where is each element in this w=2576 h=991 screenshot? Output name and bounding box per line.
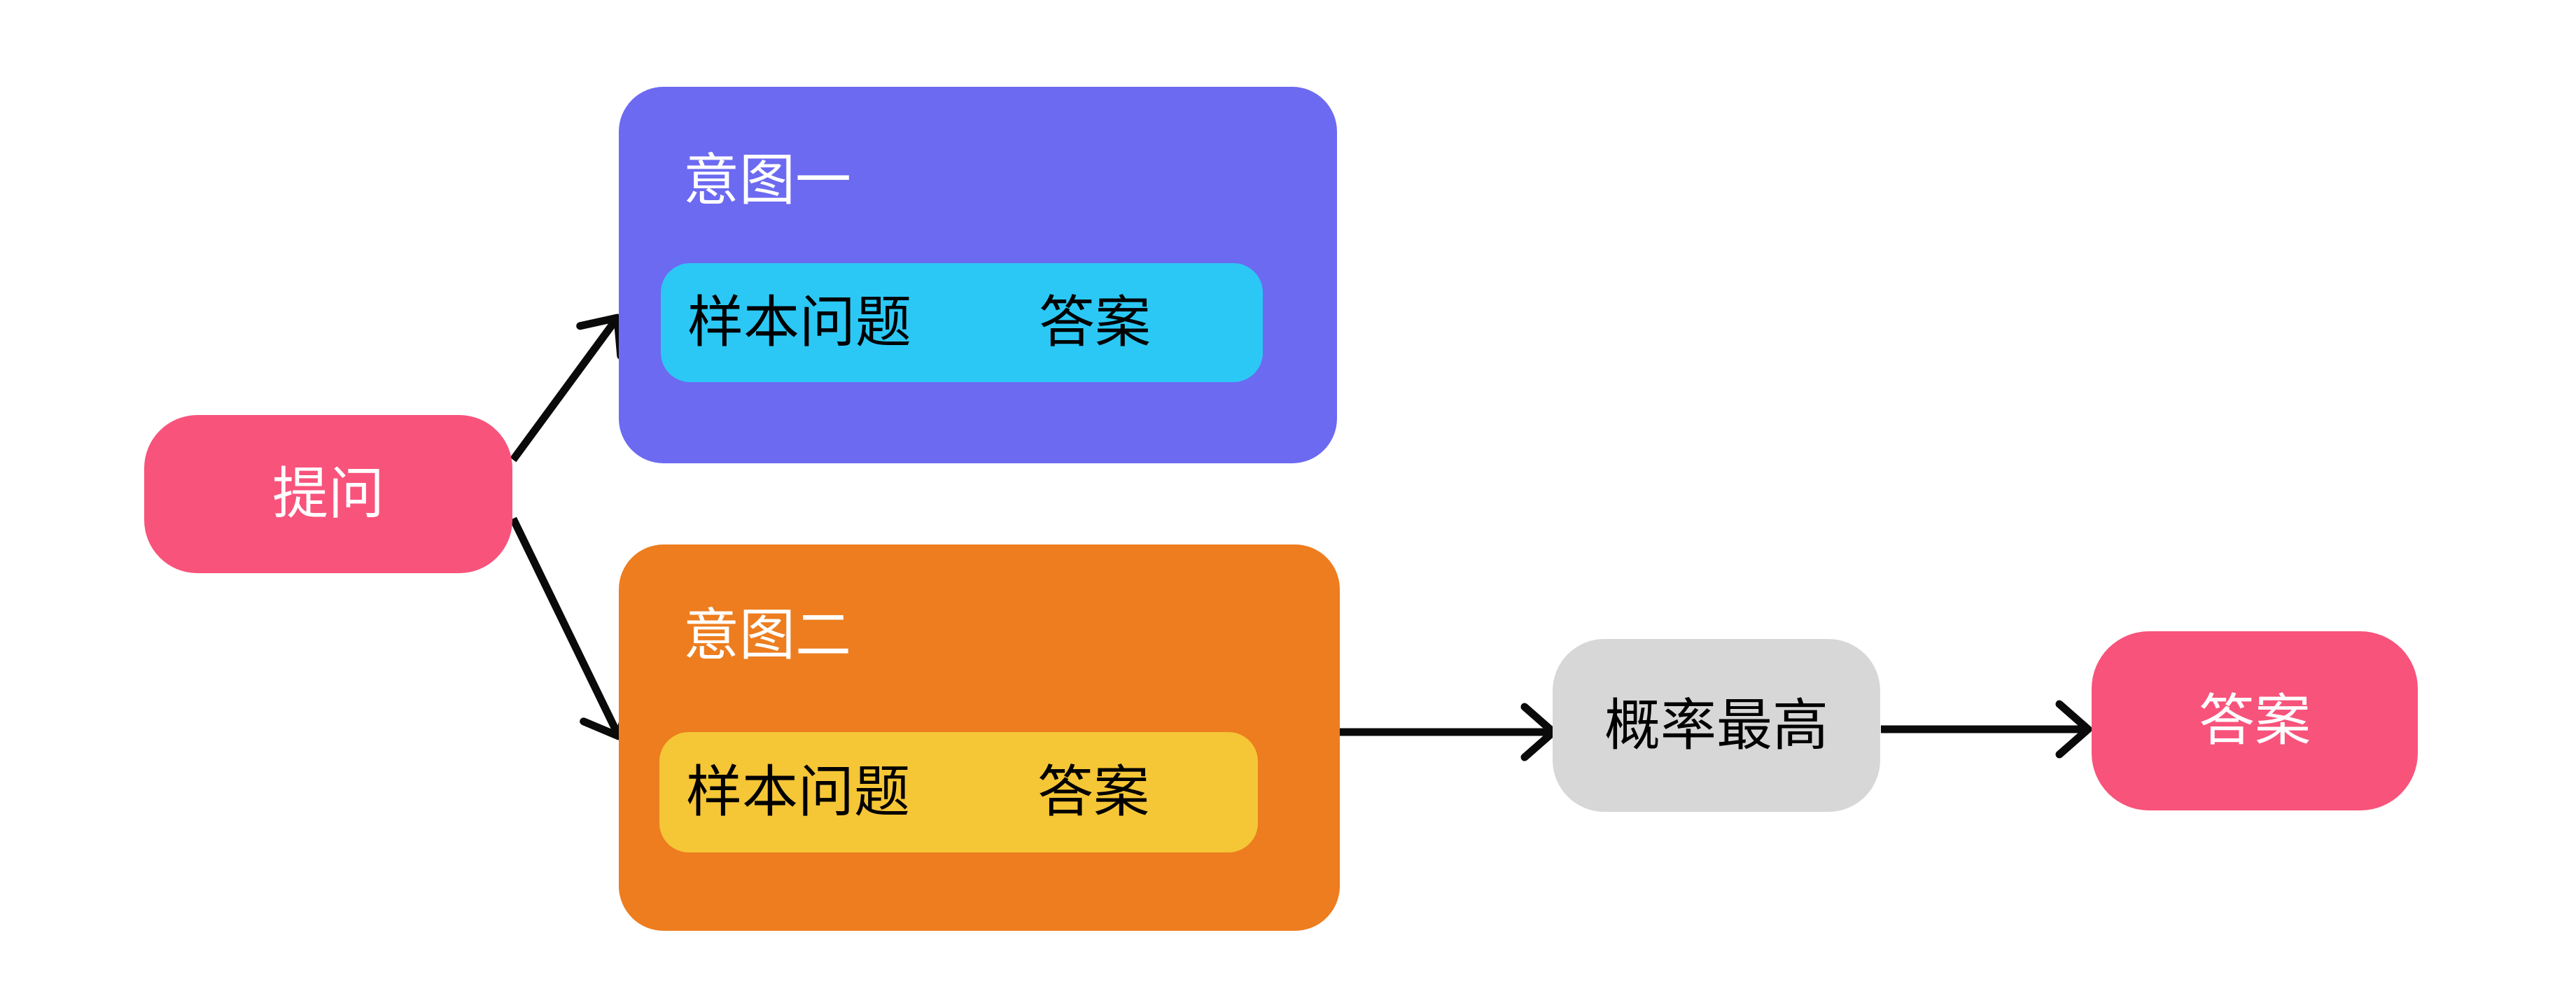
intent2-sample-answer: 答案 [1037, 761, 1149, 823]
flow-node-answer: 答案 [2092, 631, 2418, 810]
arrow-ask-to-intent1 [510, 314, 625, 463]
intent2-sample-question: 样本问题 [686, 761, 910, 823]
intent1-sample-box: 样本问题 答案 [661, 263, 1263, 382]
arrow-ask-to-intent2 [510, 516, 633, 740]
intent2-title: 意图二 [683, 604, 851, 666]
intent1-sample-answer: 答案 [1039, 291, 1151, 353]
flow-node-answer-label: 答案 [2199, 689, 2311, 752]
flow-node-probability: 概率最高 [1553, 639, 1880, 812]
flow-node-probability-label: 概率最高 [1604, 694, 1828, 757]
flow-node-intent1: 意图一 样本问题 答案 [619, 87, 1337, 463]
flow-node-ask-label: 提问 [272, 463, 384, 525]
intent2-sample-box: 样本问题 答案 [659, 732, 1258, 852]
intent1-sample-question: 样本问题 [687, 291, 911, 353]
flow-node-intent2: 意图二 样本问题 答案 [619, 544, 1340, 931]
flow-node-ask: 提问 [144, 415, 512, 573]
intent1-title: 意图一 [683, 149, 851, 211]
